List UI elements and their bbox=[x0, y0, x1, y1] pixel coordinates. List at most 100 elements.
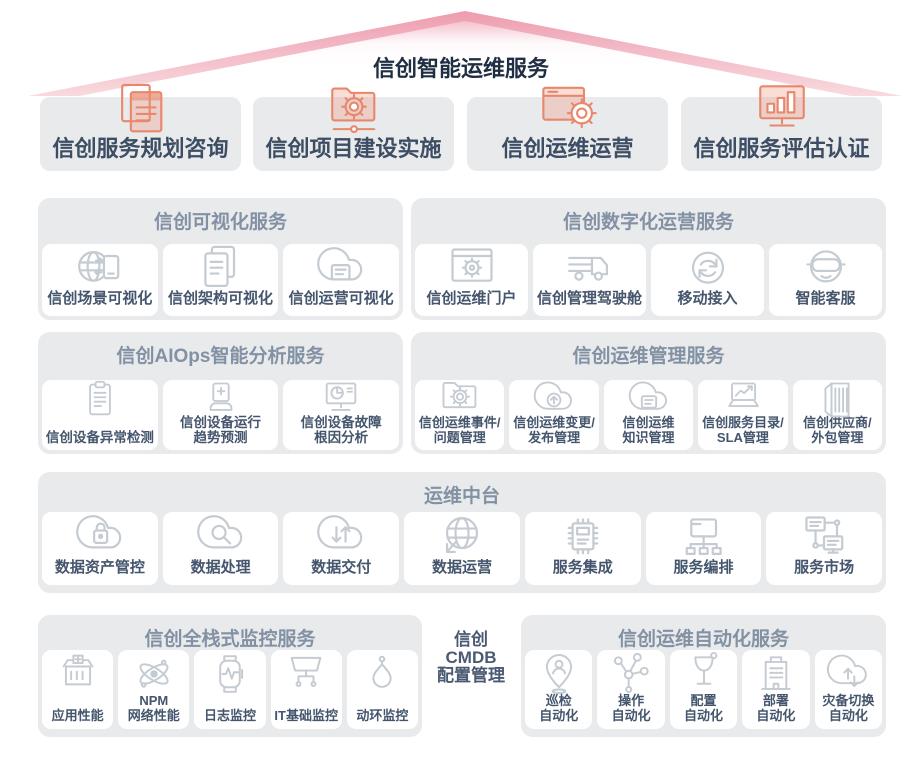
section-visualization: 信创可视化服务信创场景可视化信创架构可视化信创运营可视化 bbox=[38, 198, 403, 320]
window-gear-icon bbox=[539, 82, 597, 140]
service-card[interactable]: 信创运维变更/ 发布管理 bbox=[509, 380, 599, 450]
service-card-label: 信创运维门户 bbox=[426, 290, 517, 308]
cloud-note-icon bbox=[627, 378, 671, 422]
service-card-label: 日志监控 bbox=[204, 708, 257, 723]
service-card-label: IT基础监控 bbox=[274, 708, 338, 723]
service-card-label: 移动接入 bbox=[677, 290, 738, 308]
service-card[interactable]: 信创供应商/ 外包管理 bbox=[792, 378, 883, 450]
service-card[interactable]: 信创设备异常检测 bbox=[42, 380, 158, 450]
service-card[interactable]: 动环监控 bbox=[346, 650, 419, 729]
service-card[interactable]: 数据交付 bbox=[283, 511, 400, 585]
balloon-icon bbox=[359, 651, 405, 697]
service-card[interactable]: 信创运维事件/ 问题管理 bbox=[415, 378, 505, 450]
service-card-label: 应用性能 bbox=[51, 708, 104, 723]
service-card[interactable]: 信创运营可视化 bbox=[283, 243, 400, 316]
laptop-trend-icon bbox=[721, 378, 765, 422]
top-service-card[interactable]: 信创服务规划咨询 bbox=[40, 83, 241, 171]
service-card[interactable]: 日志监控 bbox=[194, 650, 266, 729]
service-card-label: 信创管理驾驶舱 bbox=[536, 290, 642, 308]
section-cards-row: 信创设备异常检测 信创设备运行 趋势预测信创设备故障 根因分析 bbox=[42, 378, 400, 450]
cloud-swap-icon bbox=[825, 651, 871, 697]
top-service-card[interactable]: 信创运维运营 bbox=[467, 86, 668, 171]
globe-data-icon bbox=[436, 511, 488, 563]
service-card-label: 信创供应商/ 外包管理 bbox=[803, 415, 872, 445]
folder-nodes-icon bbox=[677, 511, 729, 563]
cloud-transfer-icon bbox=[315, 511, 367, 563]
section-digital-operation: 信创数字化运营服务信创运维门户信创管理驾驶舱移动接入智能客服 bbox=[411, 198, 886, 320]
top-service-card[interactable]: 信创服务评估认证 bbox=[681, 85, 882, 171]
top-service-label: 信创服务评估认证 bbox=[693, 136, 870, 161]
service-card-label: 巡检 自动化 bbox=[539, 693, 579, 723]
service-card-label: NPM 网络性能 bbox=[127, 693, 180, 723]
service-card-label: 数据处理 bbox=[190, 559, 251, 577]
service-card[interactable]: 应用性能 bbox=[42, 650, 114, 729]
service-card-label: 服务集成 bbox=[552, 559, 613, 577]
app-store-icon bbox=[55, 651, 101, 697]
service-card-label: 数据运营 bbox=[432, 559, 493, 577]
service-card[interactable]: 服务市场 bbox=[766, 511, 883, 585]
service-card[interactable]: IT基础监控 bbox=[270, 650, 342, 729]
service-card-label: 信创运维变更/ 发布管理 bbox=[513, 415, 595, 445]
service-card-label: 动环监控 bbox=[356, 708, 409, 723]
service-card-label: 信创运营可视化 bbox=[288, 290, 394, 308]
top-service-card[interactable]: 信创项目建设实施 bbox=[253, 87, 454, 171]
service-card-label: 信创运维 知识管理 bbox=[622, 415, 675, 445]
page-title: 信创智能运维服务 bbox=[372, 56, 549, 81]
service-card[interactable]: 服务编排 bbox=[645, 511, 762, 585]
section-cards-row: 巡检 自动化 操作 自动化配置 自动化部署 自动化灾备切换 自动化 bbox=[525, 650, 883, 729]
top-service-label: 信创运维运营 bbox=[501, 136, 634, 161]
section-ops-middle-platform: 运维中台数据资产管控数据处理 数据交付 数据运营 服务集成 服务编排服务市场 bbox=[38, 472, 886, 593]
service-card[interactable]: 信创运维门户 bbox=[415, 244, 528, 316]
node-tree-icon bbox=[608, 651, 654, 697]
cmdb-label: 信创 CMDB 配置管理 bbox=[437, 630, 505, 685]
service-card[interactable]: 信创场景可视化 bbox=[42, 244, 158, 316]
cloud-doc-icon bbox=[315, 243, 367, 295]
service-card-label: 部署 自动化 bbox=[756, 693, 796, 723]
service-card[interactable]: 灾备切换 自动化 bbox=[814, 650, 883, 729]
service-card[interactable]: 数据运营 bbox=[404, 512, 520, 585]
service-card-label: 信创设备异常检测 bbox=[45, 430, 154, 445]
service-card[interactable]: 操作 自动化 bbox=[597, 650, 665, 729]
service-card[interactable]: 信创运维 知识管理 bbox=[603, 378, 694, 450]
service-card-label: 灾备切换 自动化 bbox=[822, 693, 875, 723]
atom-icon bbox=[131, 651, 177, 697]
screens-network-icon bbox=[798, 511, 850, 563]
service-card-label: 信创设备运行 趋势预测 bbox=[180, 415, 261, 445]
service-card[interactable]: 服务集成 bbox=[524, 511, 641, 585]
service-card[interactable]: NPM 网络性能 bbox=[118, 650, 190, 729]
service-card[interactable]: 信创设备故障 根因分析 bbox=[283, 378, 400, 450]
service-card[interactable]: 数据资产管控 bbox=[42, 512, 158, 585]
section-cards-row: 信创运维事件/ 问题管理信创运维变更/ 发布管理信创运维 知识管理信创服务目录/… bbox=[415, 378, 883, 450]
service-card[interactable]: 信创服务目录/ SLA管理 bbox=[698, 378, 788, 450]
container-icon bbox=[815, 378, 859, 422]
service-card[interactable]: 数据处理 bbox=[162, 511, 279, 585]
chip-icon bbox=[557, 511, 609, 563]
service-card-label: 信创运维事件/ 问题管理 bbox=[418, 415, 501, 445]
section-title: 信创运维自动化服务 bbox=[617, 629, 789, 650]
service-card-label: 操作 自动化 bbox=[611, 693, 651, 723]
service-card[interactable]: 信创管理驾驶舱 bbox=[533, 244, 646, 316]
section-cards-row: 信创场景可视化信创架构可视化信创运营可视化 bbox=[42, 243, 400, 316]
service-card[interactable]: 信创架构可视化 bbox=[162, 243, 279, 316]
service-card[interactable]: 信创设备运行 趋势预测 bbox=[162, 378, 279, 450]
section-title: 信创可视化服务 bbox=[153, 212, 287, 233]
service-card[interactable]: 移动接入 bbox=[651, 244, 764, 316]
section-cards-row: 应用性能 NPM 网络性能日志监控 IT基础监控 动环监控 bbox=[42, 650, 419, 729]
glass-icon bbox=[681, 651, 727, 697]
service-card[interactable]: 智能客服 bbox=[769, 244, 882, 316]
service-card[interactable]: 配置 自动化 bbox=[669, 650, 738, 729]
service-card-label: 信创场景可视化 bbox=[47, 290, 153, 308]
section-title: 运维中台 bbox=[423, 486, 500, 507]
device-plus-icon bbox=[199, 378, 243, 422]
monitor-pie-icon bbox=[319, 378, 363, 422]
service-card[interactable]: 巡检 自动化 bbox=[525, 650, 593, 729]
service-card-label: 数据交付 bbox=[311, 559, 372, 577]
clipboard-list-icon bbox=[78, 378, 122, 422]
service-card-label: 信创服务目录/ SLA管理 bbox=[702, 415, 784, 445]
folder-gear-sm-icon bbox=[438, 378, 482, 422]
cloud-search-icon bbox=[195, 511, 247, 563]
monitor-circuit-icon bbox=[283, 651, 329, 697]
service-card[interactable]: 部署 自动化 bbox=[742, 650, 810, 729]
doc-stack-icon bbox=[195, 243, 247, 295]
